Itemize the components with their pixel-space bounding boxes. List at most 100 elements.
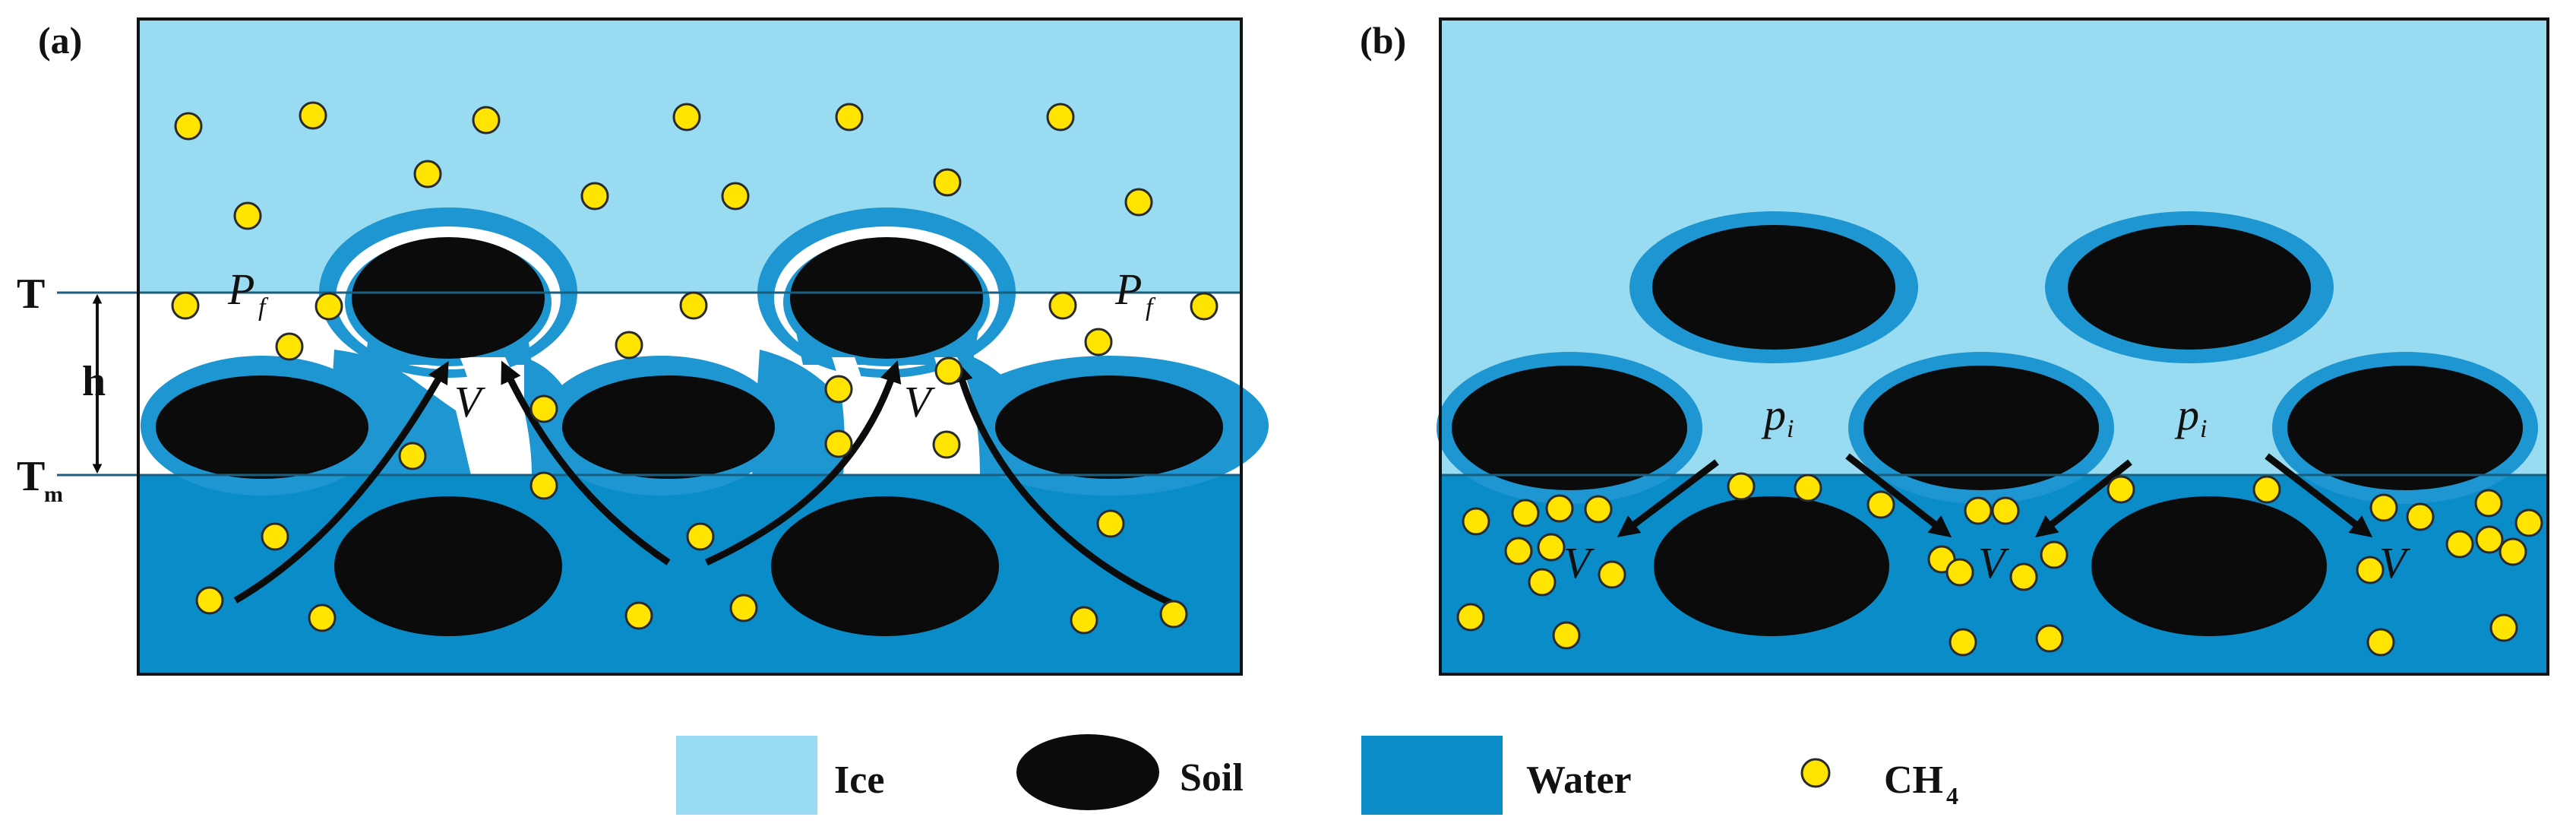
ch4-bubble <box>308 603 337 632</box>
soil-particle <box>771 496 999 636</box>
ch4-bubble <box>615 331 643 359</box>
ch4-bubble <box>1545 494 1574 523</box>
ch4-bubble <box>1456 603 1485 632</box>
ch4-bubble <box>1190 292 1218 321</box>
ch4-bubble <box>1991 496 2020 525</box>
panel-b-V-1: V <box>1563 538 1595 588</box>
ch4-bubble <box>1462 507 1490 536</box>
ch4-bubble <box>261 522 289 551</box>
ch4-bubble <box>1949 628 1977 657</box>
soil-particle <box>334 496 562 636</box>
ch4-bubble <box>686 522 715 551</box>
legend-water-swatch <box>1361 736 1503 815</box>
ch4-bubble <box>2009 562 2038 591</box>
ch4-bubble <box>1084 328 1113 356</box>
ch4-bubble <box>2369 493 2398 522</box>
soil-particle <box>1654 496 1889 636</box>
soil-particle <box>1452 366 1687 490</box>
svg-text:P: P <box>1114 264 1142 314</box>
ch4-bubble <box>1046 103 1075 131</box>
svg-text:i: i <box>2200 415 2207 443</box>
legend-item-ice: Ice <box>676 736 884 815</box>
ch4-bubble <box>2252 475 2281 504</box>
soil-particle <box>2068 225 2311 350</box>
soil-particle <box>2091 496 2327 636</box>
panel-a-ch4-bubbles <box>171 101 1218 635</box>
ch4-bubble <box>233 201 262 230</box>
ch4-bubble <box>1794 474 1822 502</box>
ch4-bubble <box>413 160 442 188</box>
ch4-bubble <box>1964 496 1993 525</box>
svg-text:p: p <box>2174 390 2199 439</box>
ch4-bubble <box>314 292 343 321</box>
ch4-bubble <box>275 332 304 361</box>
ch4-bubble <box>529 394 558 423</box>
ch4-bubble <box>2475 525 2504 554</box>
ch4-bubble <box>580 182 609 211</box>
ch4-bubble <box>2040 540 2069 569</box>
panel-a: (a) T h T m P f P f V V <box>17 17 1269 676</box>
legend-item-water: Water <box>1361 736 1632 815</box>
panel-b-V-3: V <box>2379 538 2411 588</box>
legend: Ice Soil Water CH 4 <box>676 734 1958 815</box>
ch4-bubble <box>721 182 750 211</box>
ch4-bubble <box>2445 530 2474 559</box>
ch4-bubble <box>1504 537 1533 565</box>
ch4-bubble <box>299 101 327 130</box>
soil-particle <box>156 375 368 479</box>
ch4-bubble <box>1945 558 1974 587</box>
svg-text:T: T <box>17 453 45 500</box>
ch4-bubble <box>672 103 701 131</box>
ch4-bubble <box>1124 188 1153 217</box>
legend-ice-swatch <box>676 736 817 815</box>
migration-arrow <box>233 360 449 603</box>
soil-particle <box>1652 225 1895 350</box>
legend-ch4-swatch <box>1800 758 1831 788</box>
panel-a-V-right: V <box>904 377 936 426</box>
migration-arrow <box>705 360 902 566</box>
ch4-bubble <box>1096 509 1125 538</box>
panel-a-V-left: V <box>454 377 486 426</box>
ch4-bubble <box>824 429 853 458</box>
panel-a-frame <box>137 17 1243 676</box>
ch4-bubble <box>1727 472 1756 501</box>
ch4-bubble <box>2366 628 2395 657</box>
migration-arrow <box>1845 453 1952 538</box>
ch4-bubble <box>171 291 200 320</box>
soil-particle <box>1863 366 2099 490</box>
ch4-bubble <box>1866 490 1895 519</box>
ch4-bubble <box>1511 499 1540 527</box>
ch4-bubble <box>824 375 853 404</box>
ch4-bubble <box>1598 560 1626 589</box>
soil-particle <box>2287 366 2523 490</box>
svg-text:m: m <box>44 482 63 507</box>
panel-a-pore-3 <box>934 357 980 475</box>
panel-b-pi-left: p i <box>1761 390 1794 443</box>
ch4-bubble <box>1070 606 1098 635</box>
ch4-bubble <box>1552 621 1581 650</box>
migration-arrow <box>2265 453 2373 538</box>
ch4-bubble <box>174 112 203 141</box>
ch4-bubble <box>2499 537 2527 566</box>
legend-item-soil: Soil <box>1016 734 1244 810</box>
svg-text:P: P <box>227 264 254 314</box>
ch4-bubble <box>2107 475 2135 504</box>
ch4-bubble <box>2356 556 2385 584</box>
ch4-bubble <box>934 356 963 385</box>
migration-arrow <box>951 359 1175 608</box>
panel-b-V-2: V <box>1978 538 2010 588</box>
panel-b: (b) p i p i V V V <box>1360 17 2549 676</box>
migration-arrow <box>2034 459 2132 538</box>
ch4-bubble <box>1159 600 1188 629</box>
soil-particle <box>352 237 545 359</box>
legend-ice-label: Ice <box>834 759 884 802</box>
ch4-bubble <box>195 586 224 615</box>
panel-b-label: (b) <box>1360 19 1406 62</box>
ch4-bubble <box>835 103 864 131</box>
ch4-bubble <box>1584 495 1613 524</box>
ch4-bubble <box>932 430 961 459</box>
ch4-bubble <box>1537 533 1566 562</box>
panel-a-Pf-right: P f <box>1114 264 1156 321</box>
panel-b-ch4-bubbles <box>1456 472 2543 657</box>
